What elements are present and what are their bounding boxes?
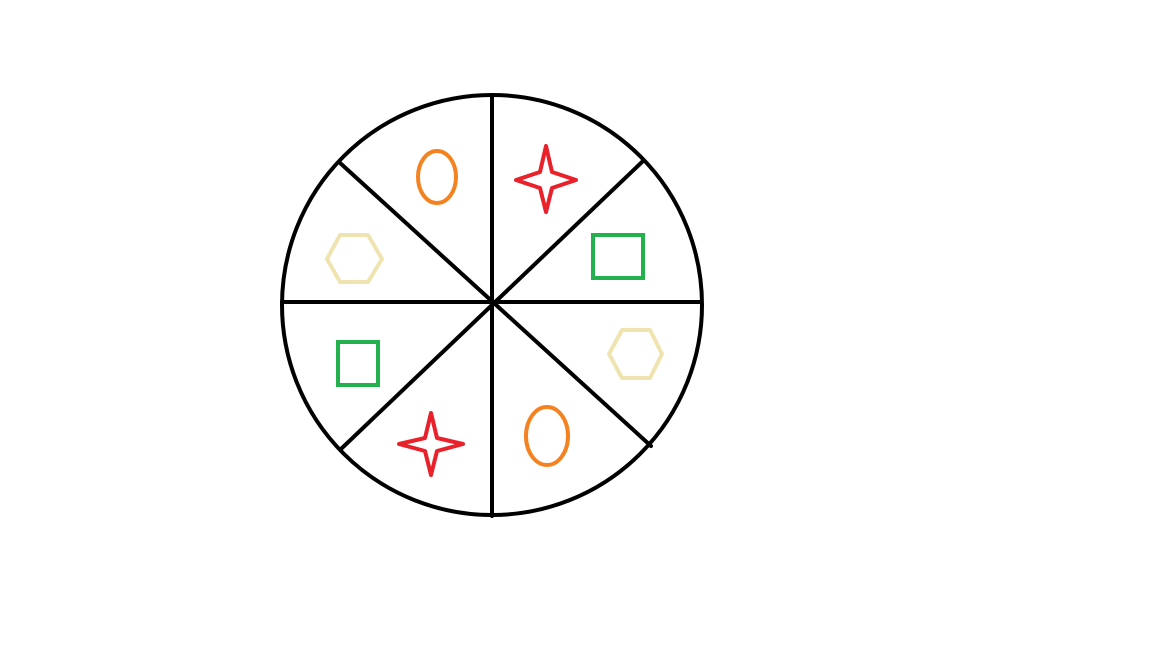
divider-diagonal-anti	[339, 160, 644, 451]
yellow-hexagon-icon	[607, 328, 664, 380]
yellow-hexagon-icon	[325, 233, 384, 284]
sector-shapes	[325, 144, 664, 477]
sector-dividers	[280, 94, 703, 518]
orange-ellipse-icon	[524, 405, 570, 467]
green-square-icon	[591, 233, 645, 280]
red-star-icon	[397, 411, 465, 477]
red-star-icon	[514, 144, 578, 214]
orange-ellipse-icon	[416, 149, 458, 205]
green-square-icon	[336, 340, 380, 387]
